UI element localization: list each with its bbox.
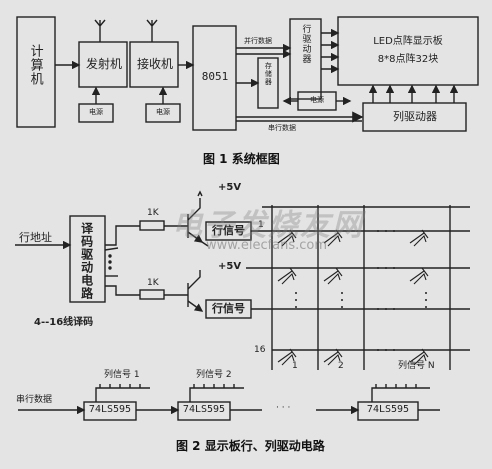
resistor-bottom-label: 1K xyxy=(147,278,159,288)
col-n-label: 列信号 N xyxy=(398,361,435,371)
mcu-label: 8051 xyxy=(201,70,229,83)
computer-label: 计算机 xyxy=(27,44,43,86)
resistor-bottom xyxy=(139,289,165,300)
col-sig-1-label: 列信号 1 xyxy=(104,370,140,380)
row-first-label: 1 xyxy=(258,220,264,230)
col-2-label: 2 xyxy=(338,361,344,371)
row-driver-box xyxy=(289,18,322,100)
led-panel-title: LED点阵显示板 xyxy=(373,36,443,47)
power-left-label: 电源 xyxy=(89,108,103,116)
chip-3-label: 74LS595 xyxy=(366,404,410,415)
serial-data-label-fig2: 串行数据 xyxy=(16,395,53,405)
power-right-label: 电源 xyxy=(156,108,170,116)
led-panel-box xyxy=(337,16,479,86)
serial-data-label-fig1: 串行数据 xyxy=(268,124,296,132)
chip-1-box xyxy=(83,401,137,421)
col-1-label: 1 xyxy=(292,361,298,371)
watermark-url: www.elecfans.com xyxy=(206,238,328,253)
row-driver-label: 行驱动器 xyxy=(300,24,311,64)
decoder-note: 4--16线译码 xyxy=(34,317,94,328)
resistor-top-label: 1K xyxy=(147,208,159,218)
chip-2-box xyxy=(177,401,231,421)
chain-ellipsis: · · · xyxy=(276,403,291,413)
row-last-label: 16 xyxy=(254,345,266,355)
chip-2-label: 74LS595 xyxy=(182,404,226,415)
antenna-tx xyxy=(94,19,106,42)
row-address-label: 行地址 xyxy=(19,231,52,244)
led-cells xyxy=(277,229,429,366)
row-signal-bottom-label: 行信号 xyxy=(212,302,245,315)
computer-box xyxy=(16,16,56,128)
col-driver-label: 列驱动器 xyxy=(393,110,437,123)
decoder-box xyxy=(69,215,106,303)
resistor-top xyxy=(139,220,165,231)
chip-1-label: 74LS595 xyxy=(88,404,132,415)
receiver-label: 接收机 xyxy=(136,57,173,71)
parallel-data-label: 并行数据 xyxy=(244,37,272,45)
vcc-bottom-label: +5V xyxy=(218,261,242,272)
decoder-label: 译码驱动电路 xyxy=(79,222,94,300)
mcu-8051-box xyxy=(192,25,237,131)
vcc-top-label: +5V xyxy=(218,182,242,193)
antenna-rx xyxy=(146,19,158,42)
shift-register-chain xyxy=(18,384,440,421)
fig2-caption: 图 2 显示板行、列驱动电路 xyxy=(176,439,325,453)
power-mid-label: 电源 xyxy=(310,96,324,104)
col-sig-2-label: 列信号 2 xyxy=(196,370,232,380)
row-signal-top-label: 行信号 xyxy=(212,224,245,237)
transmitter-label: 发射机 xyxy=(85,57,122,71)
fig1-caption: 图 1 系统框图 xyxy=(203,152,280,166)
chip-3-box xyxy=(357,401,419,421)
memory-label: 存储器 xyxy=(264,62,273,86)
watermark-brand: 电子发烧友网 xyxy=(172,208,364,243)
led-panel-subtitle: 8*8点阵32块 xyxy=(377,54,439,65)
